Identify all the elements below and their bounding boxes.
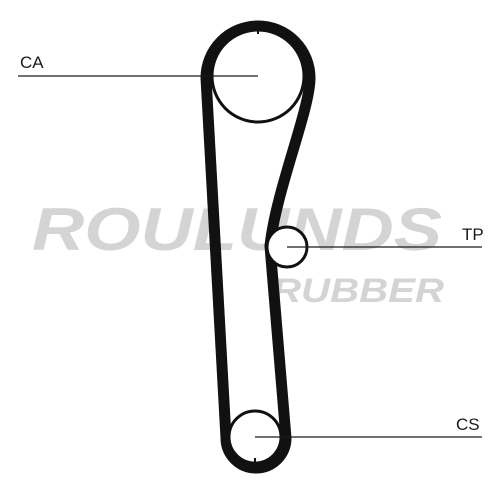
tensioner-label: TP xyxy=(462,225,484,244)
timing-belt xyxy=(200,20,316,474)
crankshaft-label: CS xyxy=(456,415,480,434)
watermark-brand: ROULUNDS xyxy=(32,196,442,263)
watermark-sub: RUBBER xyxy=(272,272,445,310)
watermark-logo: ROULUNDS RUBBER xyxy=(32,196,445,310)
camshaft-label: CA xyxy=(20,53,44,72)
